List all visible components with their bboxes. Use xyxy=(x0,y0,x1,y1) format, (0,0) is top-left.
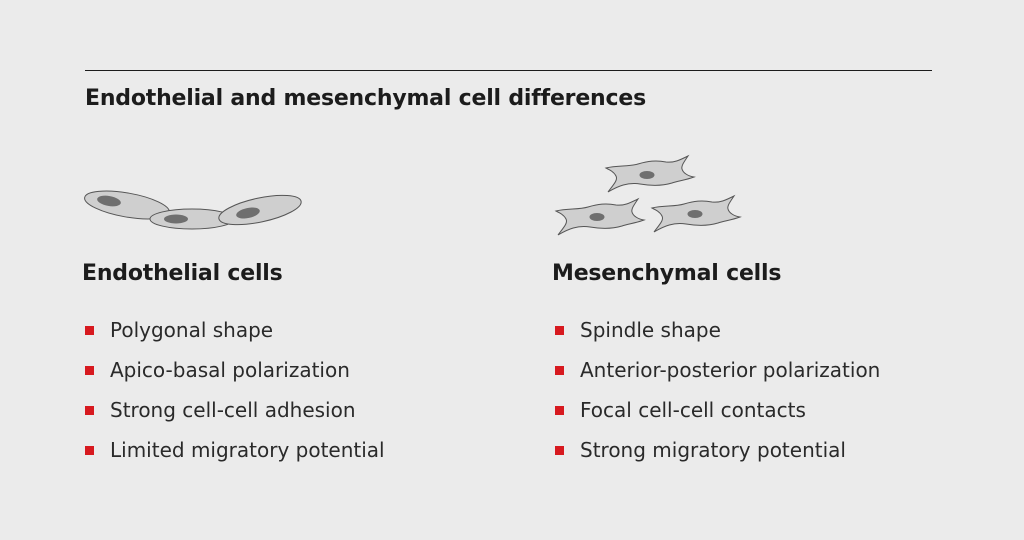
list-item: Strong migratory potential xyxy=(552,436,880,476)
top-divider xyxy=(85,70,932,71)
endothelial-column: Endothelial cells Polygonal shape Apico-… xyxy=(82,150,502,462)
list-item-label: Apico-basal polarization xyxy=(110,358,350,382)
bullet-square-icon xyxy=(555,326,564,335)
list-item-label: Strong migratory potential xyxy=(580,438,846,462)
endothelial-nucleus-3 xyxy=(236,207,260,219)
bullet-square-icon xyxy=(555,366,564,375)
bullet-square-icon xyxy=(85,366,94,375)
list-item-label: Focal cell-cell contacts xyxy=(580,398,806,422)
mesenchymal-cells-icon xyxy=(555,155,741,236)
list-item-label: Polygonal shape xyxy=(110,318,274,342)
page-title: Endothelial and mesenchymal cell differe… xyxy=(85,86,646,111)
list-item: Apico-basal polarization xyxy=(82,356,385,396)
endothelial-nucleus-1 xyxy=(97,195,121,207)
list-item: Focal cell-cell contacts xyxy=(552,396,880,436)
endothelial-nucleus-2 xyxy=(164,214,188,224)
bullet-square-icon xyxy=(85,326,94,335)
list-item: Polygonal shape xyxy=(82,316,385,356)
list-item-label: Anterior-posterior polarization xyxy=(580,358,881,382)
endothelial-cells-icon xyxy=(84,190,302,230)
list-item-label: Strong cell-cell adhesion xyxy=(110,398,356,422)
list-item: Anterior-posterior polarization xyxy=(552,356,880,396)
endothelial-list: Polygonal shape Apico-basal polarization… xyxy=(82,316,385,476)
endothelial-illustration xyxy=(82,150,502,250)
bullet-square-icon xyxy=(85,446,94,455)
list-item-label: Spindle shape xyxy=(580,318,721,342)
bullet-square-icon xyxy=(85,406,94,415)
list-item-label: Limited migratory potential xyxy=(110,438,385,462)
mesenchymal-nucleus-left xyxy=(589,213,605,221)
mesenchymal-list: Spindle shape Anterior-posterior polariz… xyxy=(552,316,880,476)
endothelial-heading: Endothelial cells xyxy=(82,261,283,286)
mesenchymal-heading: Mesenchymal cells xyxy=(552,261,782,286)
list-item: Spindle shape xyxy=(552,316,880,356)
mesenchymal-nucleus-top xyxy=(639,171,655,179)
mesenchymal-nucleus-right xyxy=(687,210,703,218)
endothelial-cell-3 xyxy=(218,194,302,226)
mesenchymal-illustration xyxy=(552,150,972,250)
list-item: Limited migratory potential xyxy=(82,436,385,476)
list-item: Strong cell-cell adhesion xyxy=(82,396,385,436)
bullet-square-icon xyxy=(555,446,564,455)
mesenchymal-column: Mesenchymal cells Spindle shape Anterior… xyxy=(552,150,972,462)
bullet-square-icon xyxy=(555,406,564,415)
